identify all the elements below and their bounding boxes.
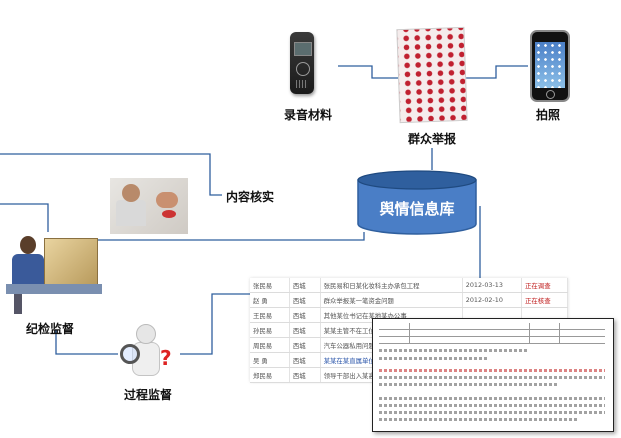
table-cell: 西城 [289, 337, 321, 353]
table-cell: 西城 [289, 278, 321, 293]
line-verify-bottom [56, 232, 365, 241]
table-cell: 张民易和日某化妆科主办承包工程 [320, 278, 463, 293]
table-cell: 2012-02-10 [462, 292, 523, 308]
line-left-mid [0, 203, 49, 232]
line-report-to-photo [466, 65, 528, 79]
label-public-report: 群众举报 [408, 132, 457, 146]
label-process: 过程监督 [124, 388, 173, 402]
inspector-magnifier-icon: ? [120, 320, 176, 384]
question-mark-icon: ? [160, 346, 172, 370]
smartphone-icon [530, 30, 570, 102]
label-content-verify: 内容核实 [226, 190, 275, 204]
line-discipline-to-process [55, 330, 118, 355]
table-cell: 吴 勇 [250, 352, 290, 368]
label-photo: 拍照 [536, 108, 561, 122]
table-cell: 郑民易 [250, 367, 290, 383]
form-text-line [379, 376, 605, 379]
table-cell: 2012-03-13 [462, 278, 523, 293]
form-text-line [379, 404, 605, 407]
verification-photo-icon [110, 178, 188, 234]
table-cell: 张民易 [250, 278, 290, 293]
line-left-upper [0, 153, 222, 196]
form-grid [379, 323, 605, 344]
line-process-to-table [180, 293, 250, 355]
table-cell: 西城 [289, 292, 321, 308]
table-cell: 群众举报某一笔资金问题 [320, 292, 463, 308]
form-text-line [379, 411, 605, 414]
line-recorder-to-report [338, 65, 398, 79]
table-cell: 正在核查 [521, 292, 568, 308]
recorder-icon [290, 32, 314, 94]
table-cell: 西城 [289, 367, 321, 383]
table-cell: 西城 [289, 307, 321, 323]
database-label: 舆情信息库 [379, 200, 455, 218]
form-text-line [379, 369, 605, 372]
workstation-icon [6, 232, 102, 316]
table-cell: 赵 勇 [250, 292, 290, 308]
table-cell: 正在调查 [521, 278, 568, 293]
label-recording: 录音材料 [284, 108, 333, 122]
label-discipline: 纪检监督 [26, 322, 75, 336]
table-cell: 西城 [289, 352, 321, 368]
form-text-line [379, 397, 605, 400]
report-form-document [372, 318, 614, 432]
table-cell: 王民易 [250, 307, 290, 323]
form-text-line [379, 383, 559, 386]
table-cell: 西城 [289, 322, 321, 338]
petition-document-icon [396, 26, 468, 124]
database-cylinder: 舆情信息库 [356, 170, 478, 236]
table-cell: 周民易 [250, 337, 290, 353]
form-text-line [379, 418, 579, 421]
table-cell: 孙民易 [250, 322, 290, 338]
form-text-line [379, 357, 489, 360]
form-text-line [379, 349, 529, 352]
database-icon [357, 170, 477, 235]
